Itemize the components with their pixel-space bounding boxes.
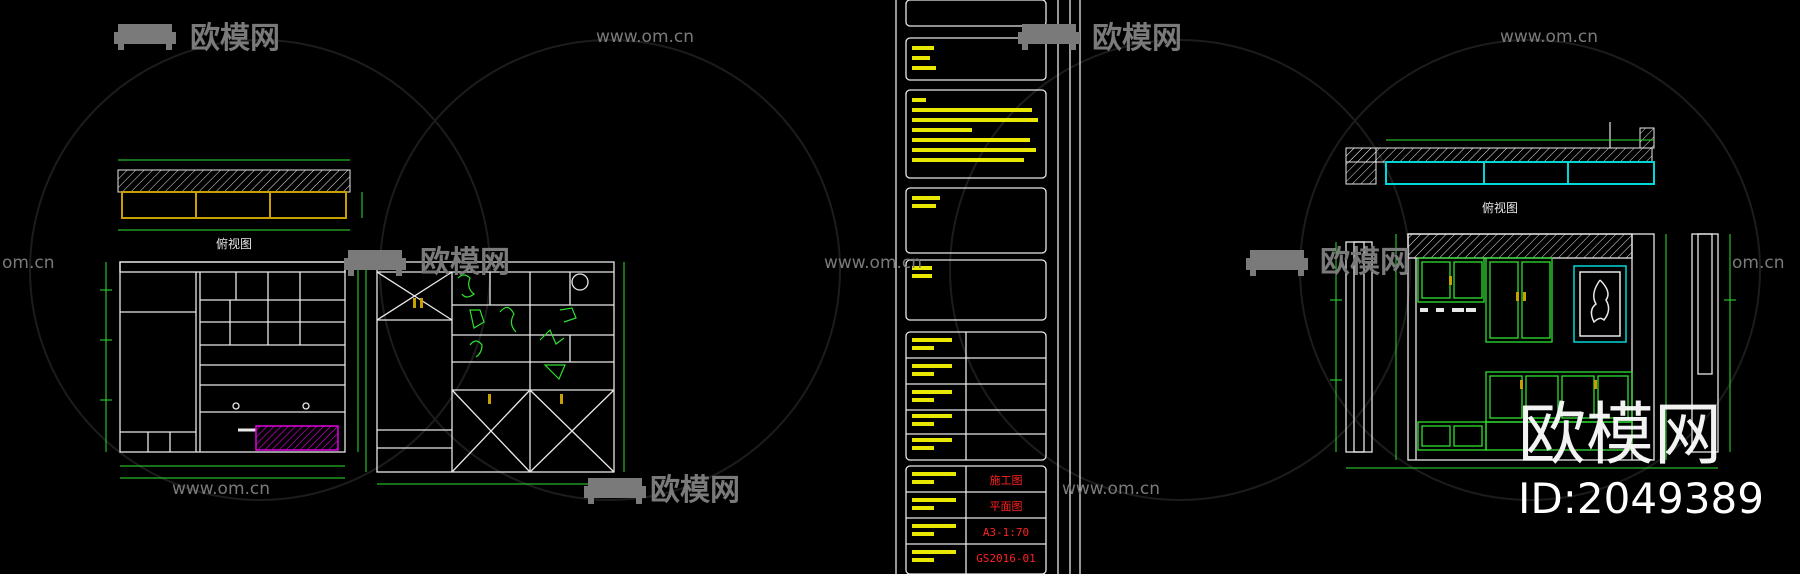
right-hooks [1420, 308, 1476, 312]
watermark-url-2: www.om.cn [824, 253, 922, 273]
watermark-brand-3: 欧模网 [650, 473, 740, 508]
watermark-url-short-2: om.cn [1732, 253, 1785, 273]
left-drawing: 俯视图 [100, 159, 625, 485]
watermark-brand-5: 欧模网 [1320, 245, 1410, 280]
left-elevation-b-dims [365, 262, 625, 485]
right-side-panels [1345, 233, 1719, 453]
big-brand-watermark: 欧模网 [1518, 396, 1722, 475]
watermark-url-5: www.om.cn [1062, 479, 1160, 499]
watermark-logos [114, 24, 1308, 504]
right-plan-title: 俯视图 [1482, 200, 1518, 215]
title-row-3: A3-1:70 [983, 526, 1029, 539]
sofa-icon [1246, 250, 1308, 276]
title-block [895, 0, 1081, 574]
left-elevation-a [119, 261, 346, 453]
sofa-icon [584, 478, 646, 504]
right-plan-view [1345, 122, 1655, 185]
watermark-url-1: www.om.cn [596, 27, 694, 47]
watermark-brand-2: 欧模网 [420, 245, 510, 280]
watermark-url-4: www.om.cn [1500, 27, 1598, 47]
title-row-4: GS2016-01 [976, 552, 1036, 565]
watermark-url-short-1: om.cn [2, 253, 55, 273]
left-plan-title: 俯视图 [216, 236, 252, 251]
watermark-url-3: www.om.cn [172, 479, 270, 499]
right-drawing: 俯视图 [1330, 122, 1736, 469]
title-row-1: 施工图 [990, 474, 1023, 487]
right-dims [1330, 234, 1736, 469]
title-row-2: 平面图 [990, 500, 1023, 513]
left-elevation-a-dims [100, 262, 359, 479]
watermark-brand-4: 欧模网 [1092, 21, 1182, 56]
title-block-notes [912, 46, 1038, 562]
magenta-hatched-panel [255, 425, 339, 451]
right-elevation [1407, 233, 1655, 461]
id-label: ID:2049389 [1518, 474, 1764, 523]
left-elevation-b [376, 261, 615, 473]
sofa-icon [1018, 24, 1080, 50]
right-decor-panel [1573, 265, 1627, 343]
right-elevation-doors [1417, 257, 1633, 451]
watermark-brand-1: 欧模网 [190, 21, 280, 56]
sofa-icon [344, 250, 406, 276]
left-plan-view [117, 159, 363, 231]
left-elevation-b-decor [457, 274, 577, 381]
left-elevation-b-handles [413, 298, 563, 404]
sofa-icon [114, 24, 176, 50]
right-handles [1449, 276, 1597, 389]
